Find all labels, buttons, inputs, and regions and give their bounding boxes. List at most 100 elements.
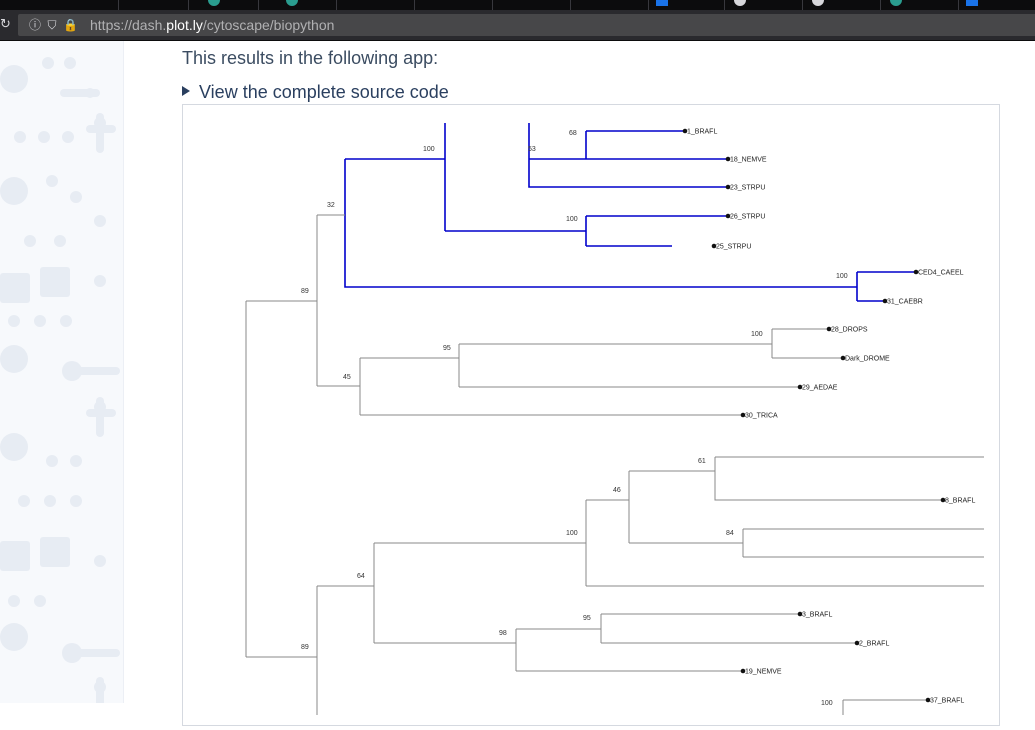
tree-leaf-node[interactable]: 29_AEDAE bbox=[797, 384, 838, 392]
tab-favicon-icon bbox=[890, 0, 902, 6]
tree-leaf-node[interactable]: 2_BRAFL bbox=[854, 640, 890, 648]
leaf-dot-icon[interactable] bbox=[925, 697, 931, 703]
browser-tab[interactable] bbox=[880, 0, 959, 10]
support-value-label: 53 bbox=[528, 146, 536, 153]
leaf-dot-icon[interactable] bbox=[940, 497, 946, 503]
support-value-label: 64 bbox=[357, 573, 365, 580]
tree-leaf-node[interactable]: 30_TRICA bbox=[740, 412, 778, 420]
lock-icon[interactable]: 🔒 bbox=[63, 18, 78, 32]
intro-text: This results in the following app: bbox=[182, 48, 439, 68]
decorative-side-pattern bbox=[0, 41, 124, 703]
support-value-label: 100 bbox=[423, 146, 435, 153]
leaf-label: 37_BRAFL bbox=[930, 698, 964, 705]
reload-icon[interactable]: ↻ bbox=[0, 17, 11, 32]
support-value-label: 45 bbox=[343, 374, 351, 381]
leaf-dot-icon[interactable] bbox=[797, 611, 803, 617]
support-value-label: 61 bbox=[698, 458, 706, 465]
leaf-dot-icon[interactable] bbox=[826, 326, 832, 332]
tree-leaf-node[interactable]: Dark_DROME bbox=[840, 355, 890, 363]
leaf-label: 8_BRAFL bbox=[945, 498, 975, 505]
leaf-dot-icon[interactable] bbox=[725, 213, 731, 219]
highlighted-edges bbox=[344, 123, 916, 302]
leaf-dot-icon[interactable] bbox=[840, 355, 846, 361]
dots-pattern-icon bbox=[0, 57, 120, 703]
tab-favicon-icon bbox=[812, 0, 824, 6]
tree-leaf-node[interactable]: 31_CAEBR bbox=[882, 298, 923, 306]
url-prefix: https://dash. bbox=[90, 17, 167, 33]
tree-leaf-node[interactable]: 23_STRPU bbox=[725, 184, 766, 192]
browser-tab[interactable] bbox=[118, 0, 189, 10]
leaf-label: 2_BRAFL bbox=[859, 641, 889, 648]
support-value-label: 95 bbox=[443, 345, 451, 352]
tree-leaf-node[interactable]: 37_BRAFL bbox=[925, 697, 965, 705]
browser-tab[interactable] bbox=[648, 0, 725, 10]
leaf-dot-icon[interactable] bbox=[882, 298, 888, 304]
leaf-label: CED4_CAEEL bbox=[918, 270, 964, 277]
leaf-dot-icon[interactable] bbox=[913, 269, 919, 275]
support-value-label: 98 bbox=[499, 630, 507, 637]
support-value-label: 68 bbox=[569, 130, 577, 137]
leaf-label: 18_NEMVE bbox=[730, 157, 767, 164]
leaf-dot-icon[interactable] bbox=[725, 156, 731, 162]
leaf-label: Dark_DROME bbox=[845, 356, 890, 363]
leaf-dot-icon[interactable] bbox=[854, 640, 860, 646]
leaf-label: 29_AEDAE bbox=[802, 385, 838, 392]
url-domain: plot.ly bbox=[166, 17, 203, 33]
leaf-label: 1_BRAFL bbox=[687, 129, 717, 136]
support-value-label: 89 bbox=[301, 288, 309, 295]
leaf-dot-icon[interactable] bbox=[711, 243, 717, 249]
browser-tab[interactable] bbox=[492, 0, 571, 10]
leaf-dot-icon[interactable] bbox=[682, 128, 688, 134]
support-value-label: 100 bbox=[751, 331, 763, 338]
browser-tab[interactable] bbox=[336, 0, 415, 10]
support-value-label: 95 bbox=[583, 615, 591, 622]
tracking-shield-icon[interactable]: ⛉ bbox=[47, 18, 57, 32]
tree-leaf-node[interactable]: 26_STRPU bbox=[725, 213, 766, 221]
tree-leaf-node[interactable]: 1_BRAFL bbox=[682, 128, 718, 136]
phylogeny-tree[interactable]: 68 53 100 32 100 100 89 95 100 45 61 46 100 84 64 95 98 8… bbox=[183, 105, 999, 725]
browser-tab[interactable] bbox=[724, 0, 803, 10]
support-value-label: 100 bbox=[821, 700, 833, 707]
support-value-label: 46 bbox=[613, 487, 621, 494]
leaf-label: 25_STRPU bbox=[716, 244, 751, 251]
browser-tab[interactable] bbox=[0, 0, 119, 10]
tree-leaf-node[interactable]: 25_STRPU bbox=[711, 243, 752, 251]
tree-leaf-node[interactable]: 18_NEMVE bbox=[725, 156, 767, 164]
support-value-label: 89 bbox=[301, 644, 309, 651]
browser-tab[interactable] bbox=[570, 0, 649, 10]
support-value-label: 100 bbox=[836, 273, 848, 280]
tree-leaf-node[interactable]: 8_BRAFL bbox=[940, 497, 976, 505]
browser-tab[interactable] bbox=[258, 0, 337, 10]
leaf-dot-icon[interactable] bbox=[740, 668, 746, 674]
browser-tab[interactable] bbox=[188, 0, 259, 10]
url-text[interactable]: https://dash.plot.ly/cytoscape/biopython bbox=[90, 17, 334, 33]
tab-favicon-icon bbox=[208, 0, 220, 6]
tree-leaf-node[interactable]: 3_BRAFL bbox=[797, 611, 833, 619]
browser-tab[interactable] bbox=[414, 0, 493, 10]
cytoscape-tree-view[interactable]: 68 53 100 32 100 100 89 95 100 45 61 46 100 84 64 95 98 8… bbox=[182, 104, 1000, 726]
leaf-label: 31_CAEBR bbox=[887, 299, 923, 306]
disclosure-triangle-icon bbox=[182, 86, 190, 96]
browser-tab[interactable] bbox=[802, 0, 881, 10]
leaf-dot-icon[interactable] bbox=[797, 384, 803, 390]
tab-favicon-icon bbox=[966, 0, 978, 6]
leaf-label: 30_TRICA bbox=[745, 413, 778, 420]
tree-edges bbox=[245, 214, 984, 715]
tree-leaf-node[interactable]: CED4_CAEEL bbox=[913, 269, 964, 277]
tab-favicon-icon bbox=[286, 0, 298, 6]
leaf-dot-icon[interactable] bbox=[725, 184, 731, 190]
support-value-label: 100 bbox=[566, 216, 578, 223]
view-source-toggle[interactable]: View the complete source code bbox=[182, 82, 449, 103]
support-value-label: 32 bbox=[327, 202, 335, 209]
leaf-dot-icon[interactable] bbox=[740, 412, 746, 418]
address-bar[interactable]: ⓘ ⛉ 🔒 https://dash.plot.ly/cytoscape/bio… bbox=[18, 14, 1035, 36]
leaf-label: 23_STRPU bbox=[730, 185, 765, 192]
tree-leaf-node[interactable]: 19_NEMVE bbox=[740, 668, 782, 676]
tab-favicon-icon bbox=[734, 0, 746, 6]
view-source-label: View the complete source code bbox=[199, 82, 449, 102]
info-icon[interactable]: ⓘ bbox=[28, 18, 41, 32]
browser-toolbar: ↻ ⓘ ⛉ 🔒 https://dash.plot.ly/cytoscape/b… bbox=[0, 10, 1035, 41]
tree-leaf-node[interactable]: 28_DROPS bbox=[826, 326, 868, 334]
url-path: /cytoscape/biopython bbox=[202, 17, 335, 33]
support-value-label: 84 bbox=[726, 530, 734, 537]
